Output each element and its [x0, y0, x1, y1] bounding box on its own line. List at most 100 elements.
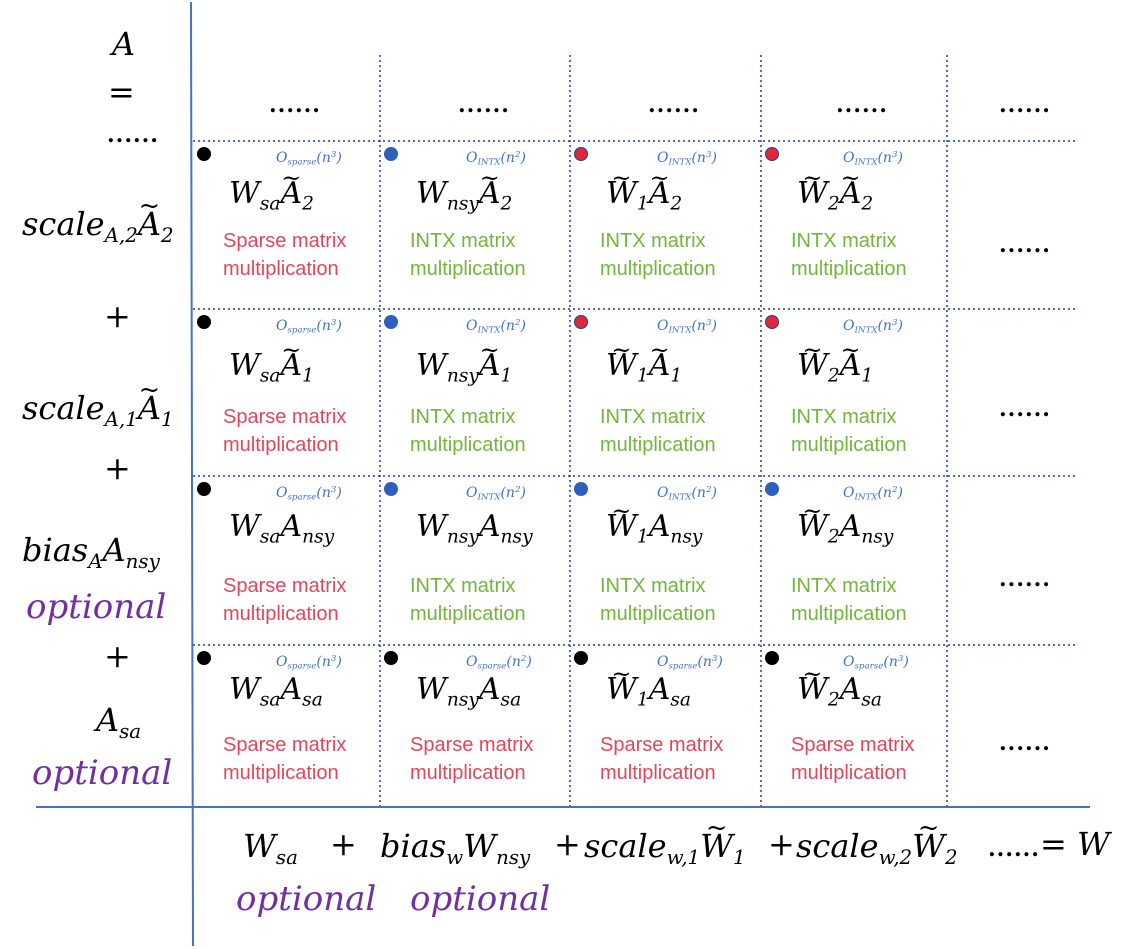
complexity-arg: (n: [506, 654, 521, 670]
product-expression: W2Ansy: [797, 499, 893, 546]
operation-label-line1: INTX matrix: [410, 406, 516, 428]
complexity-arg: (n: [500, 485, 515, 501]
scale-a2-term: scaleA,2A2: [22, 194, 174, 245]
complexity-arg: (n: [316, 654, 331, 670]
complexity-arg: (n: [316, 485, 331, 501]
complexity-o: O: [466, 318, 478, 334]
scale-w2-base: scale: [796, 827, 879, 865]
product-w-sub: sa: [259, 689, 281, 711]
complexity-arg: (n: [691, 318, 706, 334]
product-expression: W2Asa: [797, 662, 882, 710]
complexity-close: ): [711, 485, 717, 501]
operation-label-line2: multiplication: [791, 434, 907, 456]
operation-label-line1: INTX matrix: [791, 575, 897, 597]
complexity-close: ): [717, 654, 723, 670]
product-w-sub: sa: [259, 193, 281, 215]
product-w: W: [416, 348, 447, 383]
operation-label: Sparse matrix multiplication: [223, 572, 346, 628]
operation-label-line2: multiplication: [223, 603, 339, 625]
complexity-close: ): [336, 150, 342, 166]
complexity-o: O: [843, 318, 855, 334]
scale-a1-var-sub: 1: [160, 407, 174, 431]
operation-label-line2: multiplication: [791, 603, 907, 625]
product-w: W: [797, 166, 828, 209]
product-expression: W1Ansy: [606, 499, 702, 546]
plus-sign: +: [768, 825, 795, 863]
complexity-close: ): [897, 318, 903, 334]
bias-a-var-sub: nsy: [125, 549, 160, 573]
complexity-arg: (n: [883, 654, 898, 670]
complexity-close: ): [897, 485, 903, 501]
complexity-exp: 3: [705, 317, 712, 328]
product-w: W: [606, 662, 637, 705]
complexity-exp: 2: [705, 484, 712, 495]
complexity-arg: (n: [877, 150, 892, 166]
complexity-sub: INTX: [668, 325, 692, 336]
product-a-sub: sa: [861, 689, 882, 711]
optional-label: optional: [32, 753, 173, 793]
product-w: W: [229, 176, 260, 211]
complexity-o: O: [276, 485, 288, 501]
complexity-sub: sparse: [287, 157, 317, 168]
row-ellipsis: ......: [999, 730, 1051, 756]
complexity-arg: (n: [877, 318, 892, 334]
complexity-arg: (n: [877, 485, 892, 501]
complexity-close: ): [526, 654, 532, 670]
product-w-sub: nsy: [446, 193, 479, 215]
complexity-exp: 3: [711, 653, 718, 664]
product-a: A: [280, 338, 302, 381]
bias-w-var: W: [463, 827, 497, 865]
operation-label-line1: INTX matrix: [410, 575, 516, 597]
operation-label-line2: multiplication: [410, 603, 526, 625]
complexity-annotation: OINTX(n2): [466, 317, 526, 334]
product-a-sub: nsy: [861, 526, 894, 548]
operation-label-line1: Sparse matrix: [600, 734, 724, 756]
product-w-sub: sa: [259, 526, 281, 548]
complexity-exp: 3: [330, 653, 337, 664]
product-a-sub: 1: [861, 365, 874, 387]
complexity-arg: (n: [500, 150, 515, 166]
operation-label-line1: Sparse matrix: [223, 575, 347, 597]
operation-label-line1: INTX matrix: [600, 230, 706, 252]
cell-marker-dot: [384, 147, 398, 161]
scale-w2-var: W: [912, 816, 945, 862]
operation-label-line2: multiplication: [223, 762, 339, 784]
operation-label: INTX matrix multiplication: [600, 227, 716, 283]
complexity-arg: (n: [697, 654, 712, 670]
complexity-annotation: OINTX(n2): [843, 485, 903, 501]
w-sa-var: W: [243, 827, 276, 865]
operation-label-line1: Sparse matrix: [223, 230, 347, 252]
complexity-exp: 2: [514, 149, 521, 160]
complexity-o: O: [843, 150, 855, 166]
row-ellipsis: ......: [999, 232, 1051, 258]
operation-label-line1: INTX matrix: [600, 406, 706, 428]
equals-sign: =: [108, 73, 135, 111]
complexity-exp: 2: [514, 317, 521, 328]
product-w-sub: 1: [636, 689, 649, 711]
operation-label-line2: multiplication: [600, 258, 716, 280]
row-ellipsis: ......: [999, 566, 1051, 592]
product-a-sub: sa: [500, 689, 522, 711]
complexity-exp: 2: [514, 484, 521, 495]
complexity-exp: 3: [891, 317, 898, 328]
product-a: A: [839, 672, 862, 707]
operation-label-line2: multiplication: [223, 434, 339, 456]
product-a: A: [479, 166, 501, 209]
product-a-sub: nsy: [302, 526, 335, 548]
complexity-close: ): [520, 150, 526, 166]
scale-a2-var-sub: 2: [160, 223, 174, 247]
a-matrix-label: A: [112, 25, 136, 63]
bias-a-sub: A: [88, 549, 103, 573]
product-expression: WnsyAsa: [416, 675, 521, 710]
product-expression: WnsyA1: [416, 338, 512, 386]
complexity-close: ): [520, 318, 526, 334]
product-a-sub: 1: [302, 365, 314, 387]
product-expression: WsaA1: [229, 338, 314, 386]
plus-sign: +: [104, 637, 131, 675]
a-sa-term: Asa: [96, 704, 141, 741]
